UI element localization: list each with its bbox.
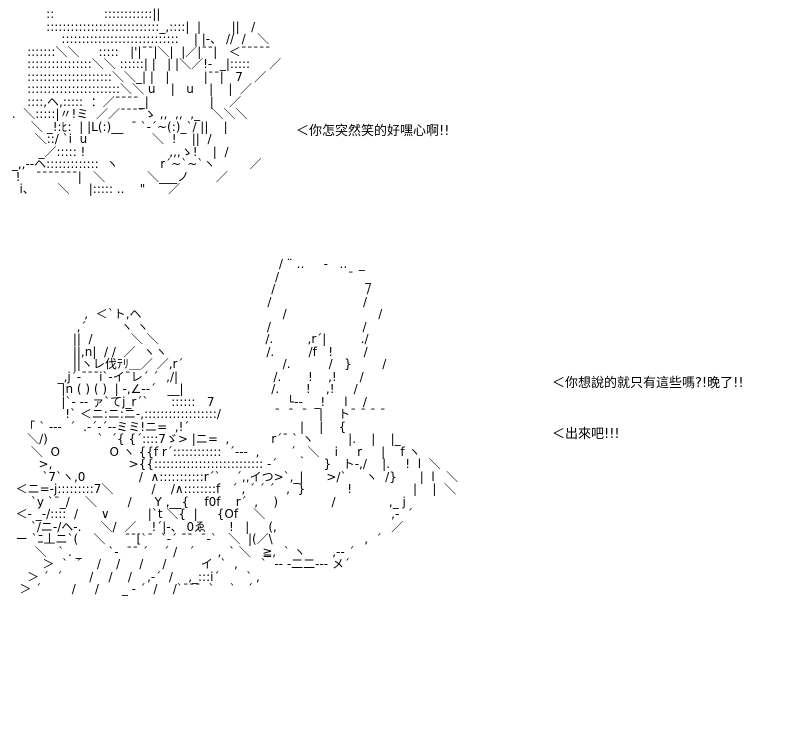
speech-line-bottom: ＜出來吧!!!	[552, 427, 620, 442]
speech-line-top: ＜你怎突然笑的好嘿心啊!!	[296, 124, 450, 139]
speech-line-middle: ＜你想說的就只有這些嗎?!晚了!!	[552, 376, 744, 391]
ascii-art-top-panel: :: ::::::::::::|| ::::::::::::::::::::::…	[11, 7, 282, 196]
ascii-art-bottom-panel: / ¨ ‥ - ‥ _ / ¯ _ /	[15, 257, 459, 596]
